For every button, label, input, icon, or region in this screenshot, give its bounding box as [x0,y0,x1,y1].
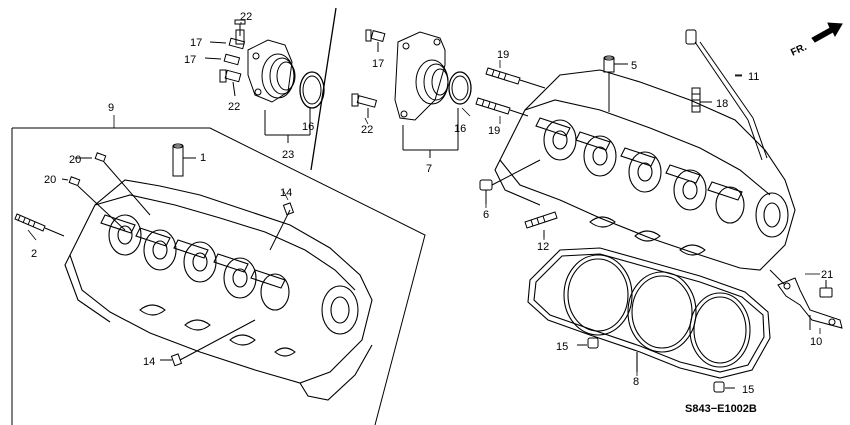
callout-20-upper: 20 [69,154,81,166]
part-1-dowel [172,143,196,177]
callout-22-lower: 22 [228,101,240,113]
part-14-dowels [160,202,295,367]
part-7-assembly [351,29,472,158]
callout-2: 2 [31,248,37,260]
callout-14-upper: 14 [280,187,292,199]
callout-11: 11 [748,71,759,83]
group-frame [12,127,426,425]
callout-18: 18 [716,98,728,110]
part-11-oil-pipe [685,29,768,161]
callout-6: 6 [483,209,489,221]
part-20-plugs [61,152,151,231]
part-2-stud [14,213,65,237]
callout-22-top: 22 [240,11,252,23]
part-12-stud [524,211,558,238]
callout-17-a: 17 [190,37,202,49]
part-10-bracket [769,269,843,330]
front-direction-arrow-icon [811,22,843,43]
callout-21: 21 [821,269,833,281]
callout-12: 12 [537,241,549,253]
part-19-studs [475,67,546,117]
part-6-plug [479,159,541,204]
callout-10: 10 [810,336,822,348]
callout-1: 1 [200,152,206,164]
callout-16-left: 16 [302,121,314,133]
diagram-code: S843−E1002B [685,403,757,415]
callout-5: 5 [631,60,637,72]
cylinder-head-front [494,69,796,271]
part-23-assembly [204,19,325,143]
callout-20-lower: 20 [44,174,56,186]
callout-15-right: 15 [742,384,754,396]
callout-23: 23 [282,149,294,161]
callout-22-middle: 22 [361,124,373,136]
part-15-dowels [577,337,735,393]
leader-lines [27,22,821,376]
callout-17-b: 17 [184,54,196,66]
callout-15-left: 15 [556,341,568,353]
part-18-stud [691,87,712,113]
callout-16-right: 16 [454,123,466,135]
cylinder-head-rear [64,179,373,401]
callout-19-upper: 19 [497,49,509,61]
callout-17-c: 17 [372,58,384,70]
front-direction-label: FR. [789,42,808,59]
part-5-plug [603,55,628,112]
callout-9: 9 [108,102,114,114]
callout-14-lower: 14 [143,356,155,368]
callout-7: 7 [426,163,432,175]
part-8-head-gasket [527,247,771,379]
callout-19-lower: 19 [488,125,500,137]
callout-8: 8 [633,376,639,388]
